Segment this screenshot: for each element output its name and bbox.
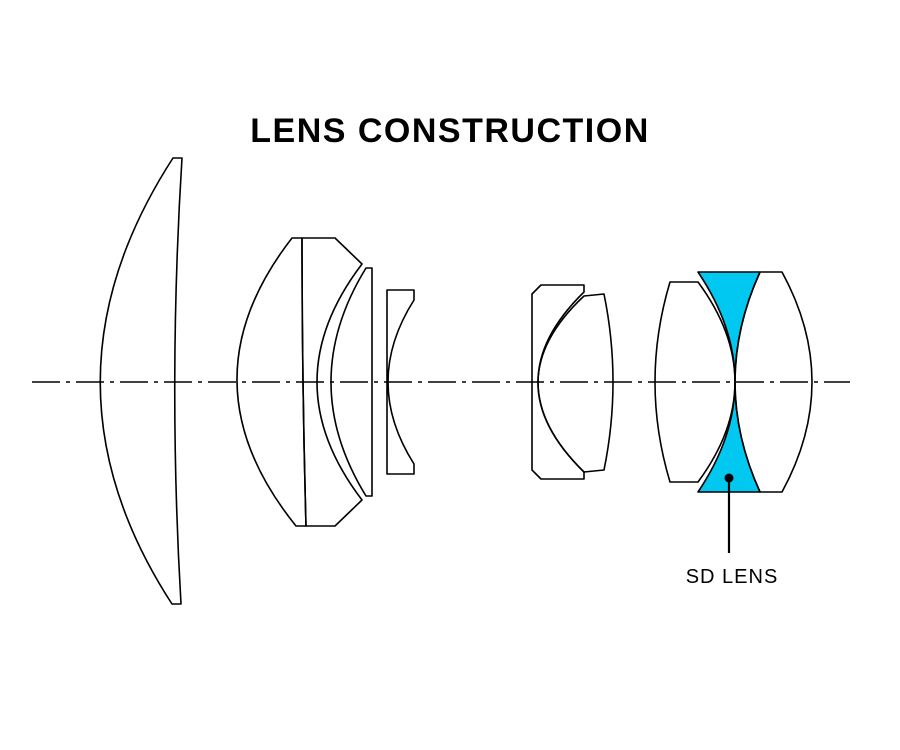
lens-element-4 bbox=[330, 267, 373, 497]
lens-element-5 bbox=[386, 289, 415, 475]
sd-lens-label: SD LENS bbox=[686, 566, 779, 588]
lens-element-1 bbox=[99, 157, 183, 605]
diagram-title: LENS CONSTRUCTION bbox=[250, 112, 650, 150]
lens-element-8 bbox=[654, 281, 736, 483]
lens-element-3 bbox=[301, 237, 363, 527]
lens-element-7 bbox=[537, 293, 614, 473]
lens-element-10 bbox=[734, 271, 813, 493]
